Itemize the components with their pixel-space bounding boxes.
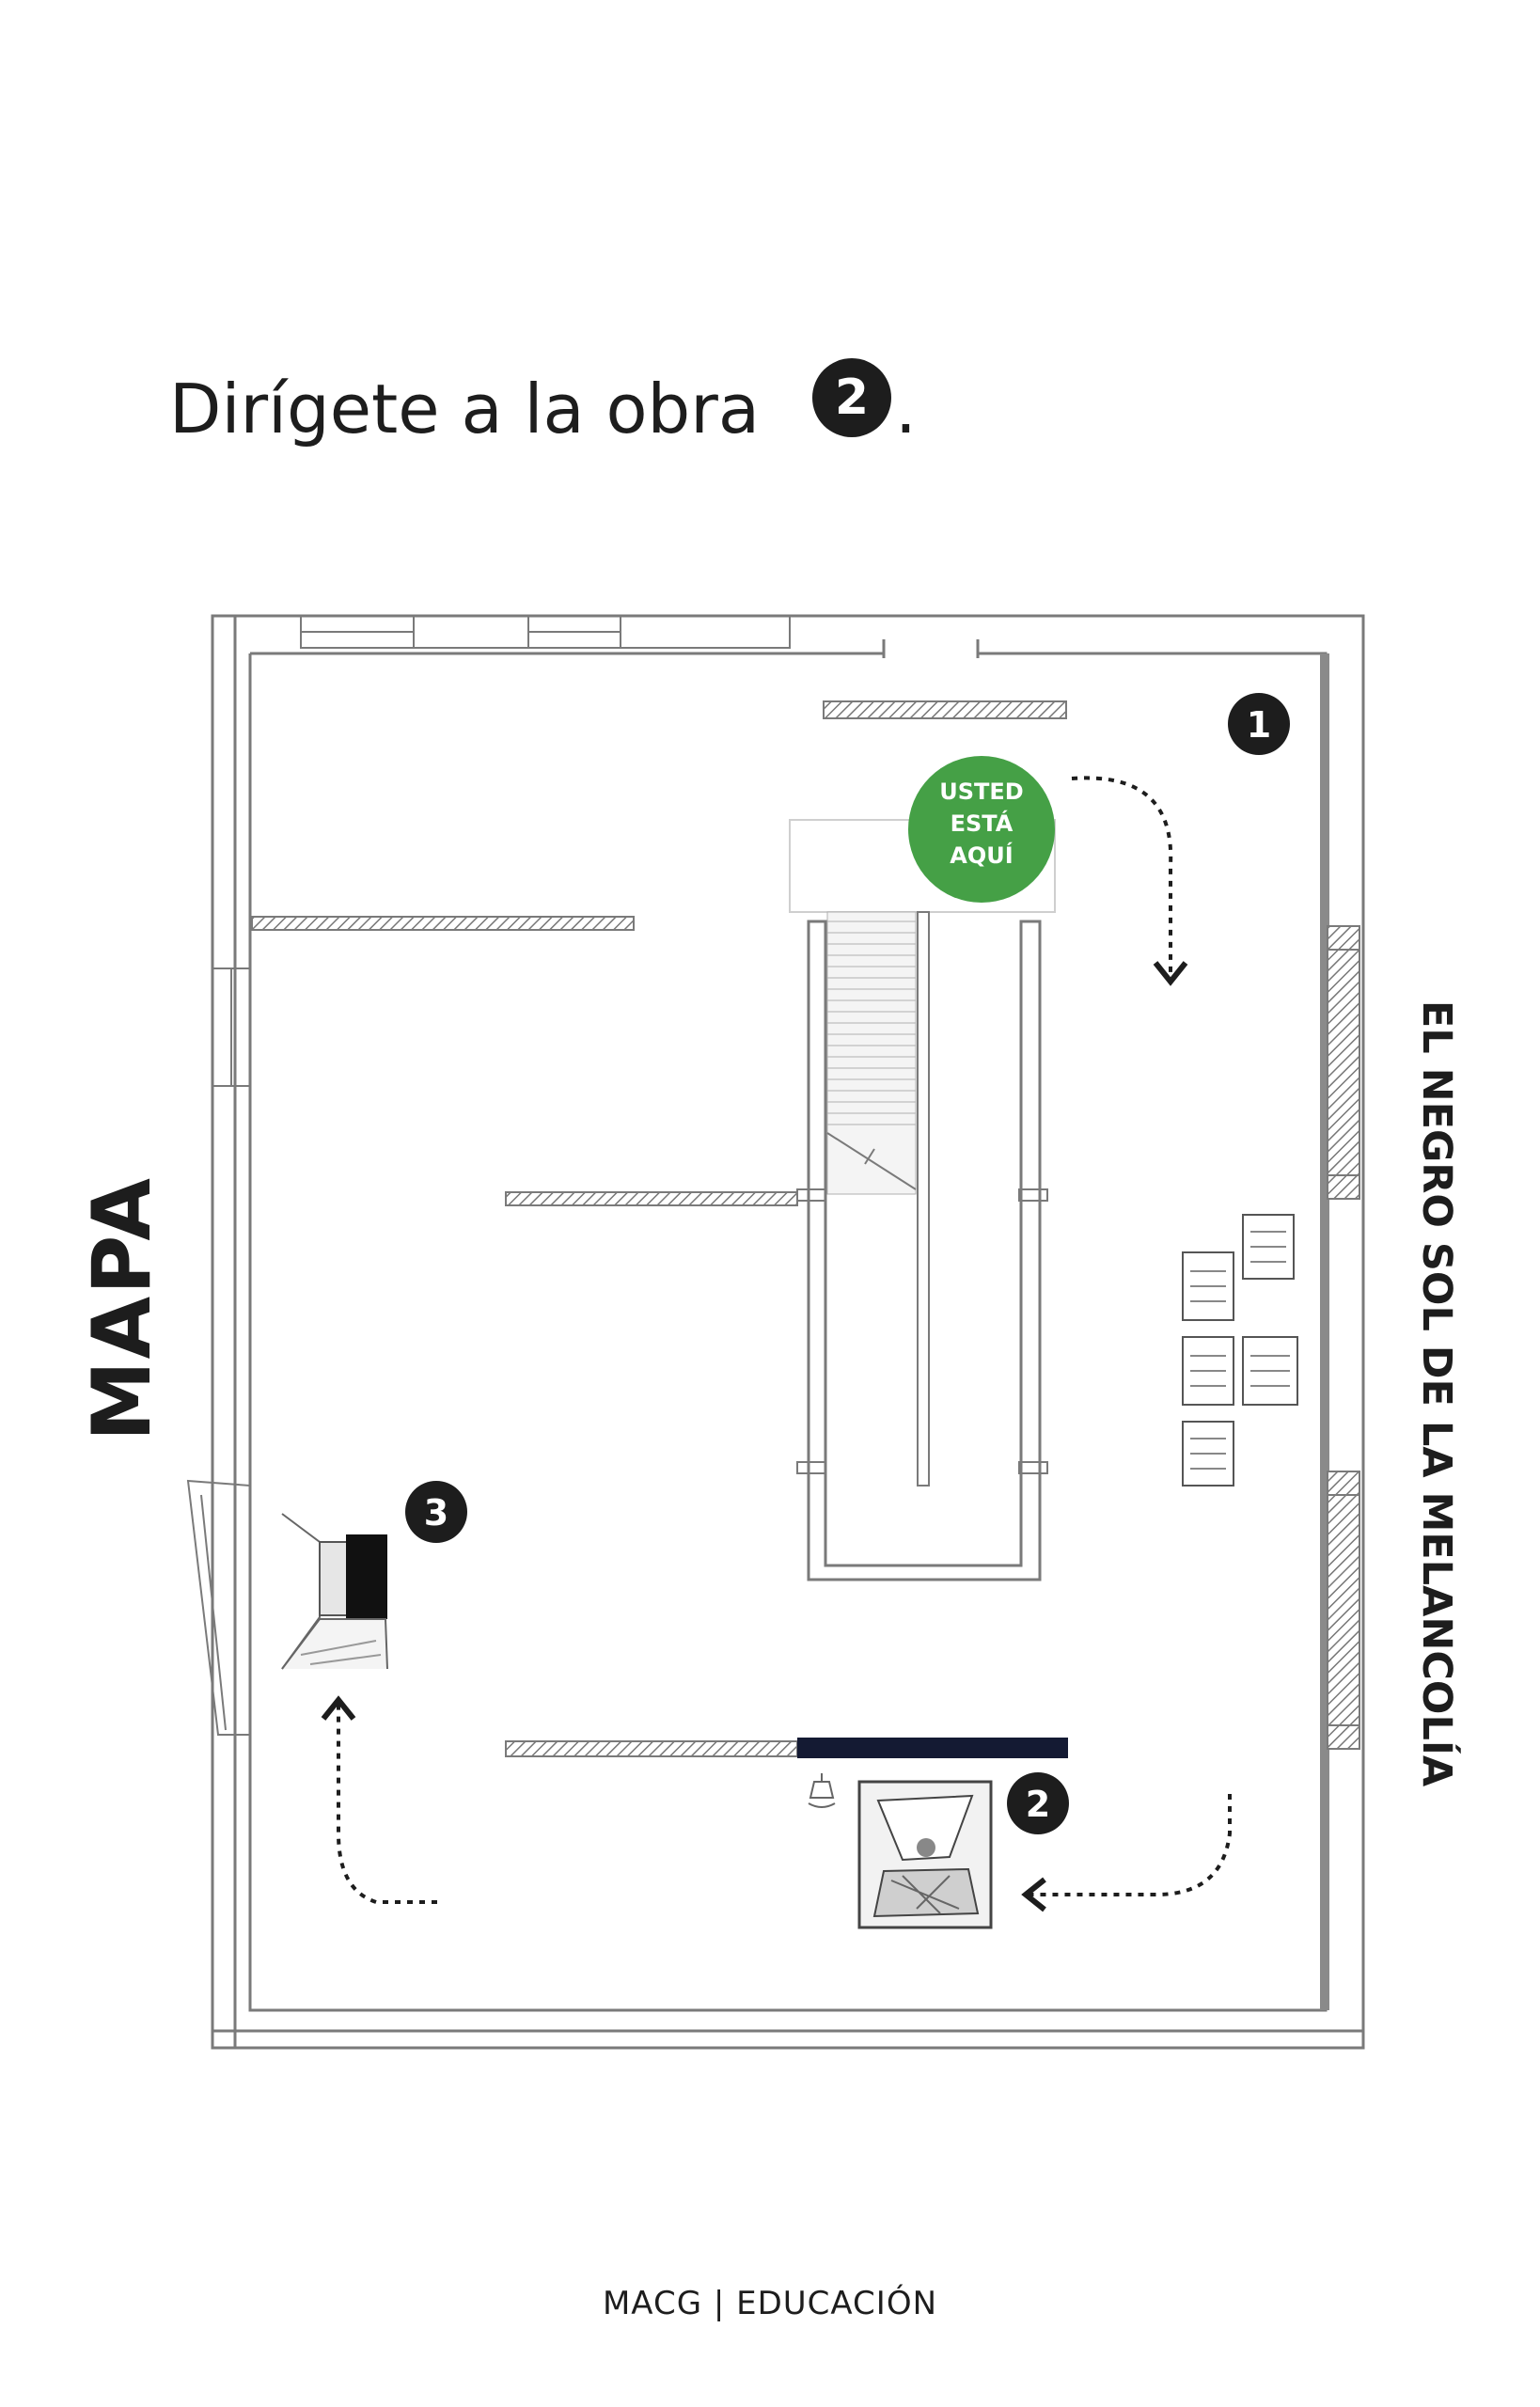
stop-badge-1: 1 (1228, 693, 1290, 755)
artwork-1-texture (1190, 1231, 1290, 1470)
instruction-text: Dirígete a la obra (169, 370, 760, 448)
highlighted-wall (797, 1738, 1068, 1758)
stop-badge-2: 2 (1007, 1772, 1069, 1834)
footer-credit: MACG | EDUCACIÓN (602, 2285, 938, 2322)
artwork-1-frames (1182, 1214, 1298, 1487)
artwork-2-installation (857, 1780, 993, 1929)
stop-badge-2-number: 2 (1026, 1784, 1050, 1825)
left-openings (186, 968, 251, 1736)
you-are-here-line-1: USTED (939, 779, 1023, 805)
partition-walls (251, 700, 1067, 1757)
instruction-suffix: . (894, 370, 917, 448)
instruction-heading: Dirígete a la obra 2 . (169, 357, 917, 461)
route-arrows (321, 776, 1232, 1912)
you-are-here-line-3: AQUÍ (950, 842, 1013, 869)
you-are-here-marker: USTED ESTÁ AQUÍ (908, 756, 1055, 903)
artwork-number-badge: 2 (811, 358, 891, 437)
stop-badge-1-number: 1 (1247, 704, 1271, 746)
right-wall (1320, 653, 1360, 2010)
outer-walls (211, 614, 1365, 2050)
speaker-icon (808, 1773, 836, 1808)
stop-badge-3-number: 3 (424, 1492, 448, 1534)
stop-badge-3: 3 (405, 1481, 467, 1543)
top-windows (300, 615, 791, 649)
stair-steps (826, 911, 917, 1195)
you-are-here-line-2: ESTÁ (951, 810, 1014, 837)
artwork-3-installation (281, 1513, 388, 1670)
